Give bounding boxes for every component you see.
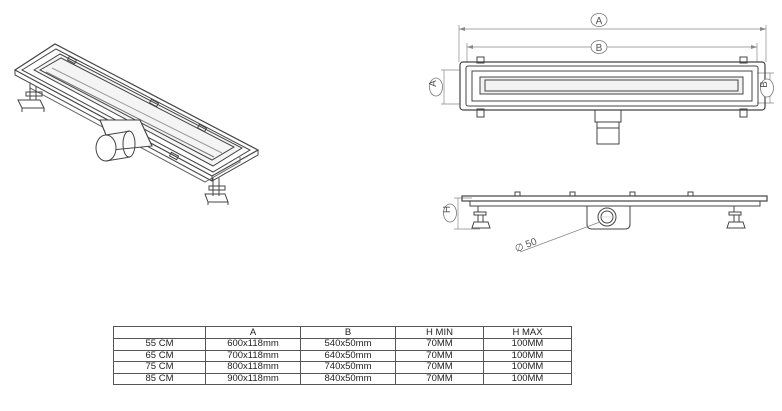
svg-text:H: H <box>442 206 453 213</box>
table-cell: 100MM <box>483 372 572 385</box>
dim-label-outlet-diameter: ∅ 50 <box>514 236 539 255</box>
table-cell: 600x118mm <box>205 338 301 351</box>
table-header-cell: H MIN <box>395 326 484 339</box>
size-label: 75 CM <box>113 361 206 374</box>
table-header-cell: H MAX <box>483 326 572 339</box>
dim-label-b-side: B <box>759 78 774 98</box>
table-cell: 70MM <box>395 338 484 351</box>
table-cell: 540x50mm <box>300 338 396 351</box>
table-row: 65 CM 700x118mm 640x50mm 70MM 100MM <box>113 349 572 362</box>
table-cell: 100MM <box>483 338 572 351</box>
svg-text:∅ 50: ∅ 50 <box>514 236 539 255</box>
table-header-cell: B <box>300 326 396 339</box>
dim-label-a-side: A <box>428 77 443 97</box>
table-row: 85 CM 900x118mm 840x50mm 70MM 100MM <box>113 372 572 385</box>
table-cell: 840x50mm <box>300 372 396 385</box>
dim-label-h: H <box>442 203 457 223</box>
svg-text:B: B <box>759 81 770 88</box>
table-row: 75 CM 800x118mm 740x50mm 70MM 100MM <box>113 361 572 374</box>
table-header-cell <box>113 326 206 339</box>
spec-table: A B H MIN H MAX 55 CM 600x118mm 540x50mm… <box>113 326 572 385</box>
table-row: 55 CM 600x118mm 540x50mm 70MM 100MM <box>113 338 572 351</box>
table-header-cell: A <box>205 326 301 339</box>
table-cell: 740x50mm <box>300 361 396 374</box>
table-header-row: A B H MIN H MAX <box>113 326 572 339</box>
svg-text:A: A <box>428 80 439 87</box>
table-cell: 100MM <box>483 349 572 362</box>
side-view <box>454 191 768 253</box>
table-cell: 800x118mm <box>205 361 301 374</box>
isometric-view <box>13 43 260 205</box>
dim-label-b-grate: B <box>590 40 608 54</box>
table-cell: 70MM <box>395 372 484 385</box>
table-cell: 700x118mm <box>205 349 301 362</box>
table-cell: 70MM <box>395 349 484 362</box>
svg-text:B: B <box>596 43 603 54</box>
svg-text:A: A <box>596 16 603 27</box>
top-view <box>441 25 774 145</box>
table-cell: 640x50mm <box>300 349 396 362</box>
dim-label-a-overall: A <box>590 13 608 27</box>
table-cell: 70MM <box>395 361 484 374</box>
size-label: 55 CM <box>113 338 206 351</box>
size-label: 65 CM <box>113 349 206 362</box>
table-cell: 100MM <box>483 361 572 374</box>
size-label: 85 CM <box>113 372 206 385</box>
table-cell: 900x118mm <box>205 372 301 385</box>
